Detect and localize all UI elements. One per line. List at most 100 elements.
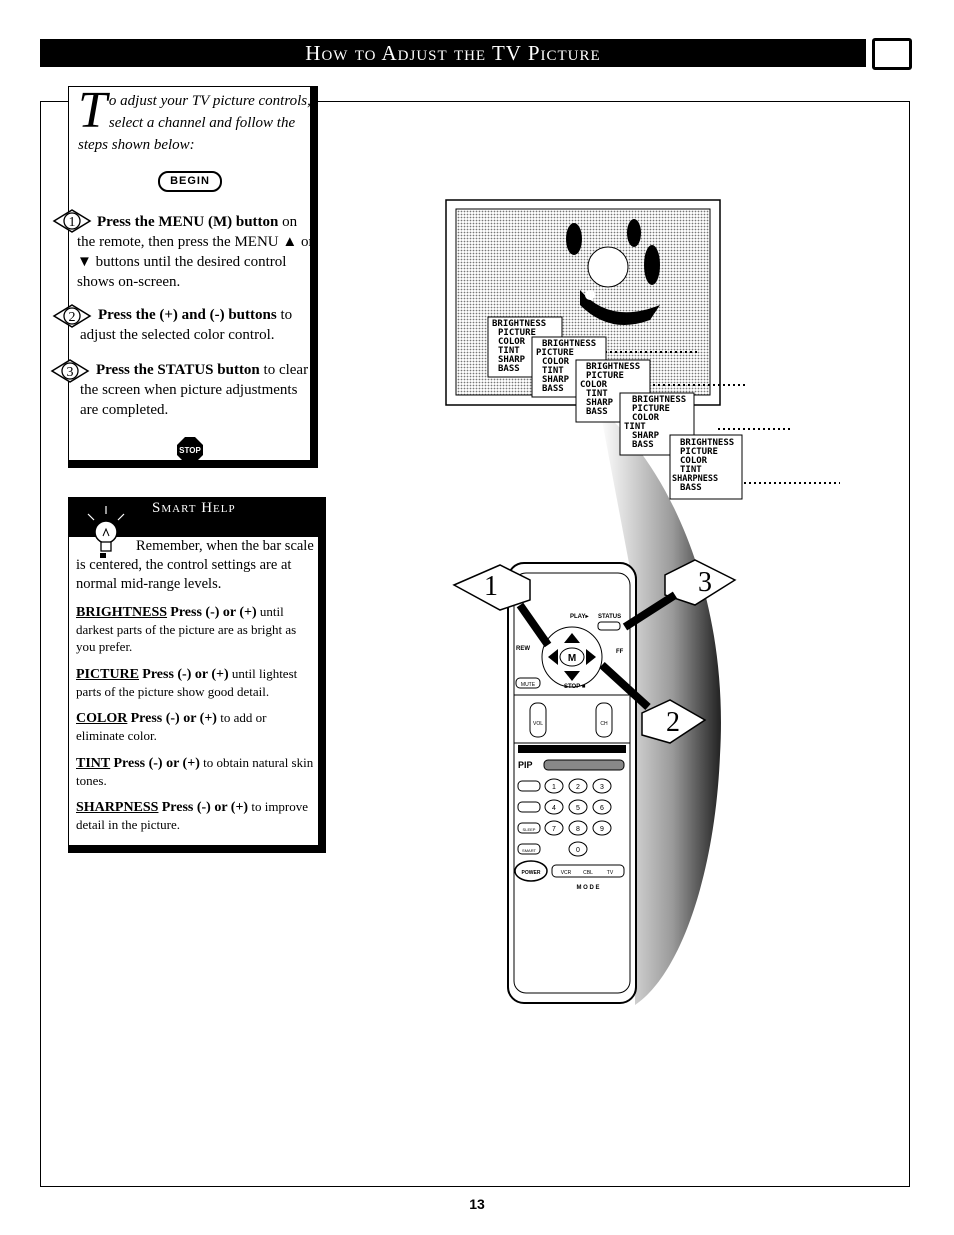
step-1-icon: 1 (52, 209, 92, 233)
step-arrow-3-label: 3 (698, 567, 712, 598)
tv-menu-4-item: BASS (632, 440, 654, 450)
menu-button-label: M (568, 653, 576, 664)
tip-brightness-term: BRIGHTNESS (76, 605, 168, 620)
number-keypad: 1 2 3 4 5 6 SLEEP 7 8 9 SMART 0 (517, 778, 612, 857)
tv-menu-3-item: BASS (586, 407, 608, 417)
step-3-rest: to clear the screen when picture adjustm… (80, 362, 309, 418)
tip-color-rest: to add or eliminate color. (76, 710, 267, 743)
tv-menu-2-item: PICTURE (536, 348, 574, 358)
tv-menu-5-item: BRIGHTNESS (680, 438, 734, 448)
key-1[interactable] (544, 778, 564, 794)
key-0[interactable] (568, 841, 588, 857)
tv-menu-2-item: COLOR (542, 357, 570, 367)
key-5[interactable] (568, 799, 588, 815)
power-button[interactable] (514, 860, 548, 882)
tv-menu-5-item: PICTURE (680, 447, 718, 457)
smart-label: SMART (522, 848, 536, 853)
sleep-button[interactable] (517, 822, 541, 834)
menu-down-arrow-icon[interactable] (564, 671, 580, 681)
plus100-button[interactable] (517, 780, 541, 792)
instructions-panel (68, 86, 318, 468)
key-2[interactable] (568, 778, 588, 794)
menu-up-arrow-icon[interactable] (564, 633, 580, 643)
key-6[interactable] (592, 799, 612, 815)
step-arrow-1: 1 (452, 564, 552, 648)
ch-rocker[interactable] (595, 702, 613, 738)
tv-menu-1-item: PICTURE (498, 328, 536, 338)
remote-control: PLAY▸ STATUS REW FF M MUTE STOP ■ VOL CH… (507, 562, 637, 1004)
tv-menu-1-item: BASS (498, 364, 520, 374)
tv-menu-5-item: SHARPNESS (672, 474, 718, 484)
leader-lines (605, 351, 840, 484)
tip-picture-rest: until lightest parts of the picture show… (76, 666, 298, 699)
power-label: POWER (522, 870, 541, 876)
intro-dropcap: T (78, 82, 107, 139)
pip-button-row[interactable] (543, 759, 625, 771)
tv-menu-3-item: SHARP (586, 398, 614, 408)
step-1-number: 1 (69, 215, 76, 230)
key-7[interactable] (544, 820, 564, 836)
tv-menu-2-item: TINT (542, 366, 564, 376)
tv-menu-3-item: BRIGHTNESS (586, 362, 640, 372)
tv-menu-4-item: SHARP (632, 431, 660, 441)
tip-brightness-action: Press (-) or (+) (170, 605, 257, 620)
key-8[interactable] (568, 820, 588, 836)
tv-menu-5-item: COLOR (680, 456, 708, 466)
step-1-rest: on the remote, then press the MENU ▲ or … (77, 214, 314, 290)
key-3-label: 3 (600, 784, 604, 791)
key-3[interactable] (592, 778, 612, 794)
tip-tint-action: Press (-) or (+) (113, 756, 200, 771)
tv-menu-5-item: BASS (680, 483, 702, 493)
step-arrow-2: 2 (599, 662, 707, 744)
mute-button[interactable] (515, 677, 541, 689)
step-arrow-1-label: 1 (484, 571, 498, 602)
pip-control-row[interactable] (518, 745, 626, 753)
step-2-bold: Press the (+) and (-) buttons (98, 307, 277, 323)
smart-button[interactable] (517, 843, 541, 855)
step-3-icon: 3 (50, 359, 90, 383)
smart-help-panel (68, 497, 326, 853)
status-button[interactable] (597, 621, 621, 631)
vcr-label: VCR (561, 870, 572, 876)
tip-sharpness-term: SHARPNESS (76, 800, 159, 815)
tip-tint-term: TINT (76, 756, 111, 771)
key-0-label: 0 (576, 847, 580, 854)
minus-arrow-icon[interactable] (548, 649, 558, 665)
key-1-label: 1 (552, 784, 556, 791)
tv-vcr-button[interactable] (517, 801, 541, 813)
stop-label: STOP ■ (564, 684, 586, 690)
step-arrow-3: 3 (622, 559, 737, 631)
step-2-icon: 2 (52, 304, 92, 328)
tip-tint-rest: to obtain natural skin tones. (76, 755, 314, 788)
smart-help-intro-text: Remember, when the bar scale is centered… (76, 538, 314, 592)
step-3-bold: Press the STATUS button (96, 362, 260, 378)
step-3-number: 3 (67, 365, 74, 380)
lightbulb-icon (86, 506, 126, 558)
tv-menu-2-item: BRIGHTNESS (542, 339, 596, 349)
menu-button[interactable] (559, 647, 585, 667)
tv-menu-3-item: COLOR (580, 380, 608, 390)
play-label: PLAY▸ (570, 614, 589, 620)
mode-selector[interactable] (551, 864, 625, 878)
page-number: 13 (469, 1196, 485, 1212)
smart-help-intro: Remember, when the bar scale is centered… (76, 537, 316, 594)
mute-label: MUTE (521, 682, 536, 688)
tv-menu-2-item: BASS (542, 384, 564, 394)
cbl-label: CBL (583, 870, 593, 876)
tv-remote-illustration: BRIGHTNESS PICTURE COLOR TINT SHARP BASS… (445, 199, 840, 1005)
tv-menu-1-item: COLOR (498, 337, 526, 347)
key-4[interactable] (544, 799, 564, 815)
tip-brightness-rest: until darkest parts of the picture are a… (76, 604, 297, 654)
tv-menu-4-item: PICTURE (632, 404, 670, 414)
key-9[interactable] (592, 820, 612, 836)
tv-menu-4-item: TINT (624, 422, 646, 432)
tv-menu-4-item: BRIGHTNESS (632, 395, 686, 405)
key-6-label: 6 (600, 805, 604, 812)
vol-rocker[interactable] (529, 702, 547, 738)
sleep-label: SLEEP (523, 827, 536, 832)
tv-menu-5-item: TINT (680, 465, 702, 475)
plus-arrow-icon[interactable] (586, 649, 596, 665)
tip-color-action: Press (-) or (+) (130, 711, 217, 726)
step-1-text: Press the MENU (M) button on the remote,… (77, 212, 317, 292)
